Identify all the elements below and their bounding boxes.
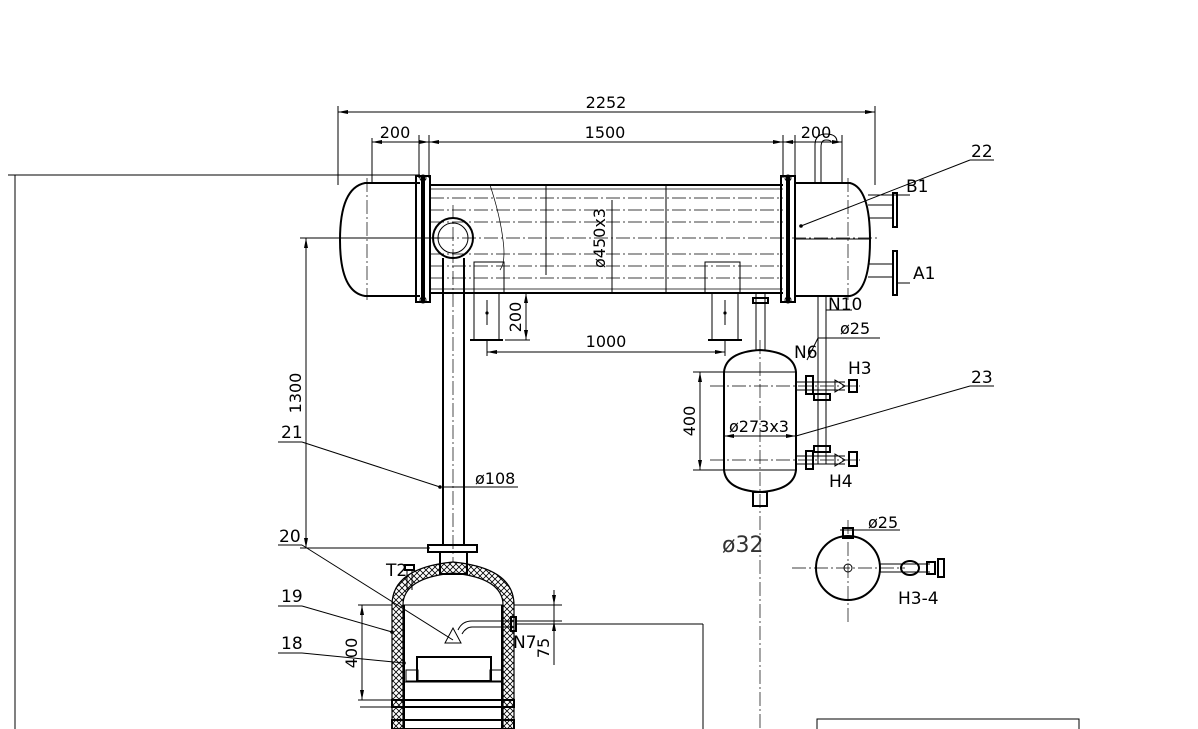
reference-lines (8, 174, 420, 729)
part-18: 18 (281, 634, 303, 654)
part-23: 23 (971, 368, 993, 388)
part-21: 21 (281, 423, 303, 443)
plan-nozzle-dim: ø25 (868, 513, 898, 532)
label-h4: H4 (829, 472, 853, 492)
vapor-pipe (427, 205, 478, 575)
support-spacing-dim: 1000 (586, 332, 627, 351)
part-20: 20 (279, 527, 301, 547)
label-n7: N7 (513, 633, 537, 653)
condensate-receiver (710, 296, 860, 729)
receiver-height-dim: 400 (680, 406, 699, 437)
leader-lines (278, 159, 994, 664)
boiler-vessel (360, 551, 704, 729)
label-a1: A1 (913, 264, 935, 284)
label-b1: B1 (906, 177, 928, 197)
label-h3-4: H3-4 (898, 589, 939, 609)
label-h3: H3 (848, 359, 872, 379)
receiver-diameter-dim: ø273x3 (729, 417, 789, 436)
shell-and-tube-condenser (330, 133, 898, 350)
bottom-nozzle-dim: ø32 (722, 533, 763, 558)
dimension-arrow-icon (304, 110, 875, 700)
left-head-dim: 200 (380, 123, 411, 142)
overall-length-dim: 2252 (586, 93, 627, 112)
needle-valve-icon (805, 450, 858, 470)
label-t2: T2 (385, 561, 407, 581)
dimension-lines (300, 106, 900, 701)
shell-length-dim: 1500 (585, 123, 626, 142)
part-19: 19 (281, 587, 303, 607)
needle-valve-icon (805, 375, 858, 395)
part-number-labels: 22 23 21 20 19 18 (279, 142, 993, 654)
plan-view-h3-4 (792, 520, 945, 625)
pipe-diameter-dim: ø108 (475, 469, 515, 488)
nozzle-n10-dim: ø25 (840, 319, 870, 338)
elevation-dim: 1300 (286, 373, 305, 414)
dimension-texts: 2252 200 1500 200 ø450x3 200 1000 1300 ø… (286, 93, 898, 668)
right-head-dim: 200 (801, 123, 832, 142)
nozzle-offset-dim: 75 (534, 638, 553, 658)
title-block (816, 718, 1080, 729)
support-height-dim: 200 (506, 302, 525, 333)
part-22: 22 (971, 142, 993, 162)
nozzle-labels: B1 A1 N10 N6 H3 H4 H3-4 T2 N7 (385, 177, 939, 653)
shell-diameter-dim: ø450x3 (590, 208, 609, 268)
label-n6: N6 (794, 343, 818, 363)
vessel-height-dim: 400 (342, 638, 361, 669)
label-n10: N10 (828, 295, 862, 315)
